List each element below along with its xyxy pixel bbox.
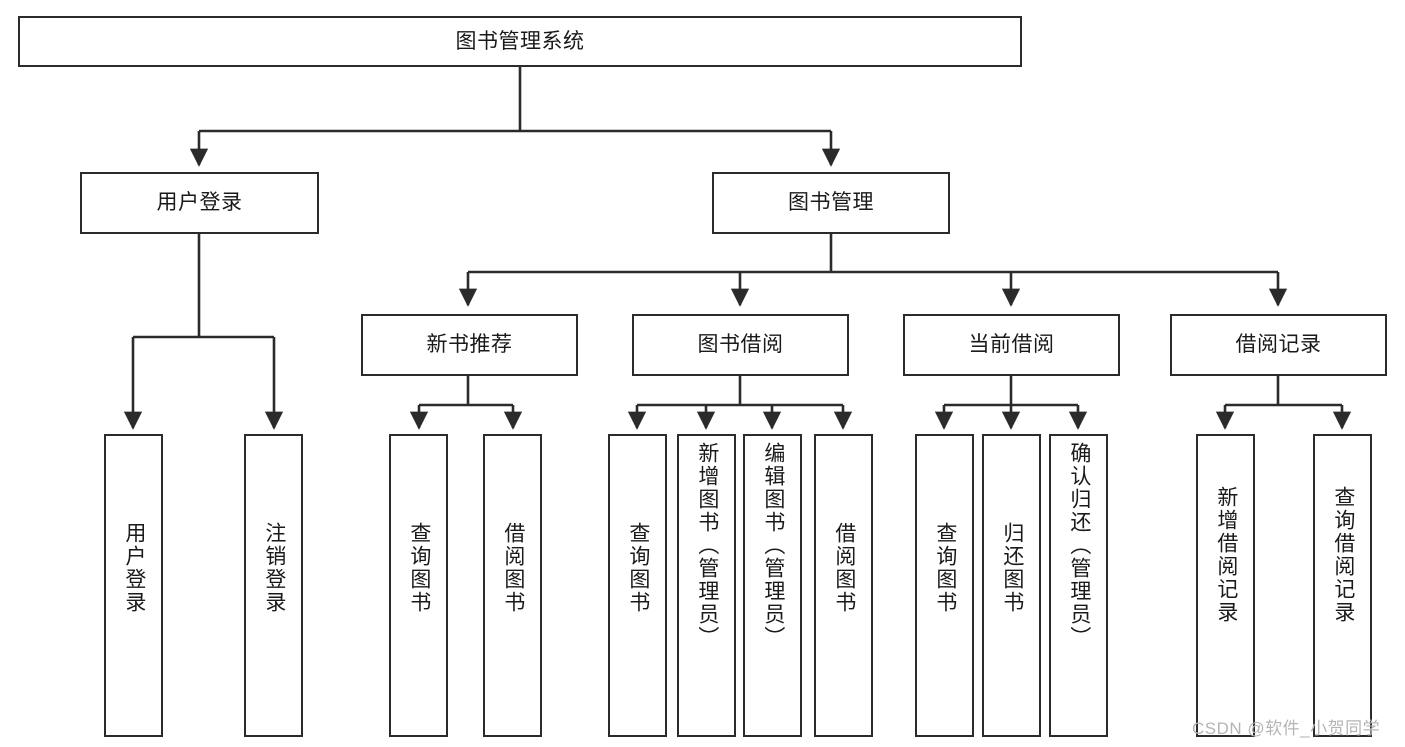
leaf-user-login[interactable]: 用户登录 bbox=[104, 434, 163, 737]
leaf-edit-book-admin-label: 编辑图书（管理员） bbox=[761, 442, 785, 649]
leaf-query-books-borrow[interactable]: 查询图书 bbox=[608, 434, 667, 737]
leaf-edit-book-admin[interactable]: 编辑图书（管理员） bbox=[743, 434, 802, 737]
leaf-return-books[interactable]: 归还图书 bbox=[982, 434, 1041, 737]
leaf-query-books-borrow-label: 查询图书 bbox=[626, 522, 650, 614]
leaf-borrow-books-borrow[interactable]: 借阅图书 bbox=[814, 434, 873, 737]
leaf-add-book-admin-label: 新增图书（管理员） bbox=[695, 442, 719, 649]
node-user-login[interactable]: 用户登录 bbox=[80, 172, 319, 234]
leaf-borrow-books-borrow-label: 借阅图书 bbox=[832, 522, 856, 614]
leaf-query-books-current[interactable]: 查询图书 bbox=[915, 434, 974, 737]
leaf-confirm-return-admin[interactable]: 确认归还（管理员） bbox=[1049, 434, 1108, 737]
node-borrowing-record-label: 借阅记录 bbox=[1235, 333, 1322, 357]
leaf-borrow-books-newbook-label: 借阅图书 bbox=[501, 522, 525, 614]
leaf-add-book-admin[interactable]: 新增图书（管理员） bbox=[677, 434, 736, 737]
leaf-add-borrow-record[interactable]: 新增借阅记录 bbox=[1196, 434, 1255, 737]
leaf-query-borrow-record-label: 查询借阅记录 bbox=[1331, 486, 1355, 624]
leaf-query-books-newbook[interactable]: 查询图书 bbox=[389, 434, 448, 737]
node-book-borrowing-label: 图书借阅 bbox=[697, 333, 784, 357]
leaf-confirm-return-admin-label: 确认归还（管理员） bbox=[1067, 442, 1091, 649]
node-root-label: 图书管理系统 bbox=[455, 29, 585, 53]
node-current-borrowing-label: 当前借阅 bbox=[968, 333, 1055, 357]
leaf-query-books-current-label: 查询图书 bbox=[933, 522, 957, 614]
watermark: CSDN @软件_小贺同学 bbox=[1192, 719, 1381, 738]
node-book-management-label: 图书管理 bbox=[788, 191, 874, 215]
leaf-return-books-label: 归还图书 bbox=[1000, 522, 1024, 614]
node-borrowing-record[interactable]: 借阅记录 bbox=[1170, 314, 1387, 376]
node-book-management[interactable]: 图书管理 bbox=[712, 172, 950, 234]
leaf-borrow-books-newbook[interactable]: 借阅图书 bbox=[483, 434, 542, 737]
node-new-book-recommend[interactable]: 新书推荐 bbox=[361, 314, 578, 376]
node-root[interactable]: 图书管理系统 bbox=[18, 16, 1022, 67]
leaf-add-borrow-record-label: 新增借阅记录 bbox=[1214, 486, 1238, 624]
node-book-borrowing[interactable]: 图书借阅 bbox=[632, 314, 849, 376]
node-user-login-label: 用户登录 bbox=[156, 191, 243, 215]
leaf-query-borrow-record[interactable]: 查询借阅记录 bbox=[1313, 434, 1372, 737]
node-new-book-recommend-label: 新书推荐 bbox=[426, 333, 513, 357]
leaf-logout-label: 注销登录 bbox=[262, 522, 286, 614]
leaf-user-login-label: 用户登录 bbox=[122, 522, 146, 614]
leaf-logout[interactable]: 注销登录 bbox=[244, 434, 303, 737]
node-current-borrowing[interactable]: 当前借阅 bbox=[903, 314, 1120, 376]
leaf-query-books-newbook-label: 查询图书 bbox=[407, 522, 431, 614]
